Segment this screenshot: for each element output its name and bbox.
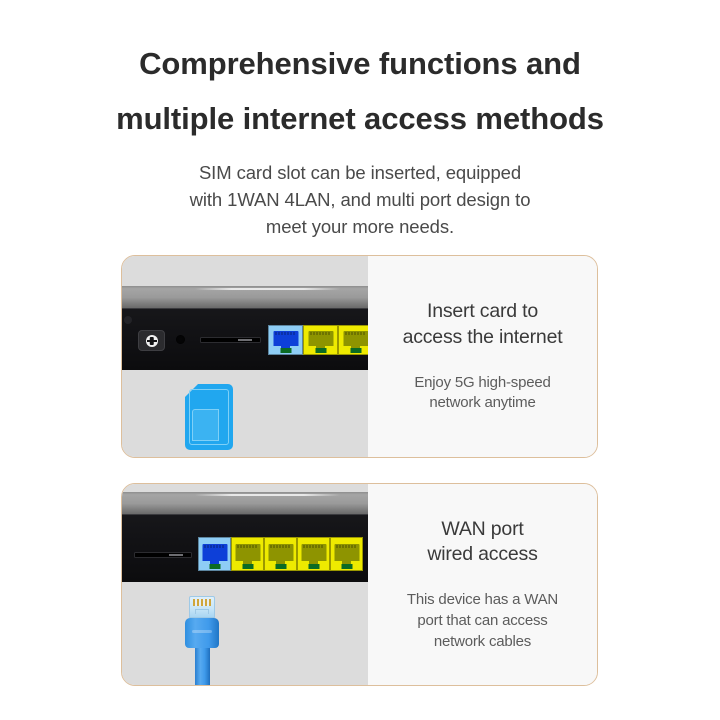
lan-port [231, 537, 264, 571]
sim-card-slot [134, 552, 192, 558]
lan-jack-icon [301, 544, 326, 561]
lan-port [297, 537, 330, 571]
lan-port [264, 537, 297, 571]
reset-button-hole [176, 335, 185, 344]
product-photo-sim [122, 256, 368, 457]
card-desc-line-3: network cables [433, 632, 532, 650]
page-subtitle: SIM card slot can be inserted, equipped … [60, 160, 660, 240]
card-desc-line-2: port that can access [417, 611, 548, 629]
wan-jack-icon [202, 544, 227, 561]
router-rear-panel [122, 308, 368, 370]
lan-port [330, 537, 363, 571]
feature-card-wan-text: WAN port wired access This device has a … [368, 484, 597, 685]
card-desc-line-1: Enjoy 5G high-speed [414, 373, 551, 391]
router-top-shell [122, 286, 368, 308]
card-title-line-1: Insert card to [426, 300, 538, 323]
headline-line-1: Comprehensive functions and [139, 46, 581, 81]
lan-jack-icon [235, 544, 260, 561]
subhead-line-2: with 1WAN 4LAN, and multi port design to [189, 189, 531, 211]
wan-jack-icon [273, 331, 298, 346]
power-jack-port [138, 330, 165, 351]
wan-port [198, 537, 231, 571]
card-title-line-1: WAN port [441, 517, 524, 540]
card-title-line-2: wired access [427, 543, 538, 566]
page-header: Comprehensive functions and multiple int… [0, 0, 720, 241]
sim-card-graphic [184, 383, 233, 450]
wan-port-led [209, 564, 220, 569]
rj45-plug-icon [189, 596, 215, 618]
sim-card-outline [189, 389, 229, 445]
rj45-boot [185, 618, 219, 648]
headline-line-2: multiple internet access methods [116, 101, 604, 137]
subhead-line-3: meet your more needs. [265, 215, 455, 237]
feature-card-wan-description: This device has a WAN port that can acce… [407, 590, 558, 652]
wan-port [268, 325, 303, 355]
lan-port-led [308, 564, 319, 569]
feature-card-sim-description: Enjoy 5G high-speed network anytime [414, 373, 550, 414]
router-top-shell [122, 492, 368, 514]
port-bank [268, 325, 368, 355]
lan-jack-icon [268, 544, 293, 561]
router-rear-panel [122, 514, 368, 582]
lan-port-led [341, 564, 352, 569]
feature-card-sim-text: Insert card to access the internet Enjoy… [368, 256, 597, 457]
port-bank [198, 537, 363, 571]
lan-port-led [350, 348, 361, 353]
lan-jack-icon [334, 544, 359, 561]
lan-port-led [275, 564, 286, 569]
power-symbol-icon [145, 334, 158, 347]
card-desc-line-1: This device has a WAN [406, 591, 559, 609]
feature-card-wan-title: WAN port wired access [427, 517, 538, 568]
feature-card-sim-title: Insert card to access the internet [403, 299, 563, 350]
router-illustration [122, 286, 368, 370]
sim-card-slot [200, 337, 261, 343]
router-illustration [122, 492, 368, 582]
lan-port [303, 325, 338, 355]
feature-card-list: Insert card to access the internet Enjoy… [121, 255, 598, 686]
lan-port-led [242, 564, 253, 569]
subhead-line-1: SIM card slot can be inserted, equipped [198, 162, 522, 184]
feature-card-wan: WAN port wired access This device has a … [121, 483, 598, 686]
lan-jack-icon [308, 331, 333, 346]
cable-wire [194, 648, 210, 685]
wan-port-led [280, 348, 291, 353]
lan-port [338, 325, 368, 355]
feature-card-sim: Insert card to access the internet Enjoy… [121, 255, 598, 458]
card-title-line-2: access the internet [402, 325, 563, 348]
lan-port-led [315, 348, 326, 353]
chassis-screw-icon [124, 316, 132, 324]
sim-card-chip-icon [192, 409, 219, 441]
ethernet-cable-graphic [184, 596, 220, 685]
product-photo-wan [122, 484, 368, 685]
page-title: Comprehensive functions and multiple int… [60, 36, 660, 146]
card-desc-line-2: network anytime [429, 394, 536, 412]
lan-jack-icon [343, 331, 368, 346]
